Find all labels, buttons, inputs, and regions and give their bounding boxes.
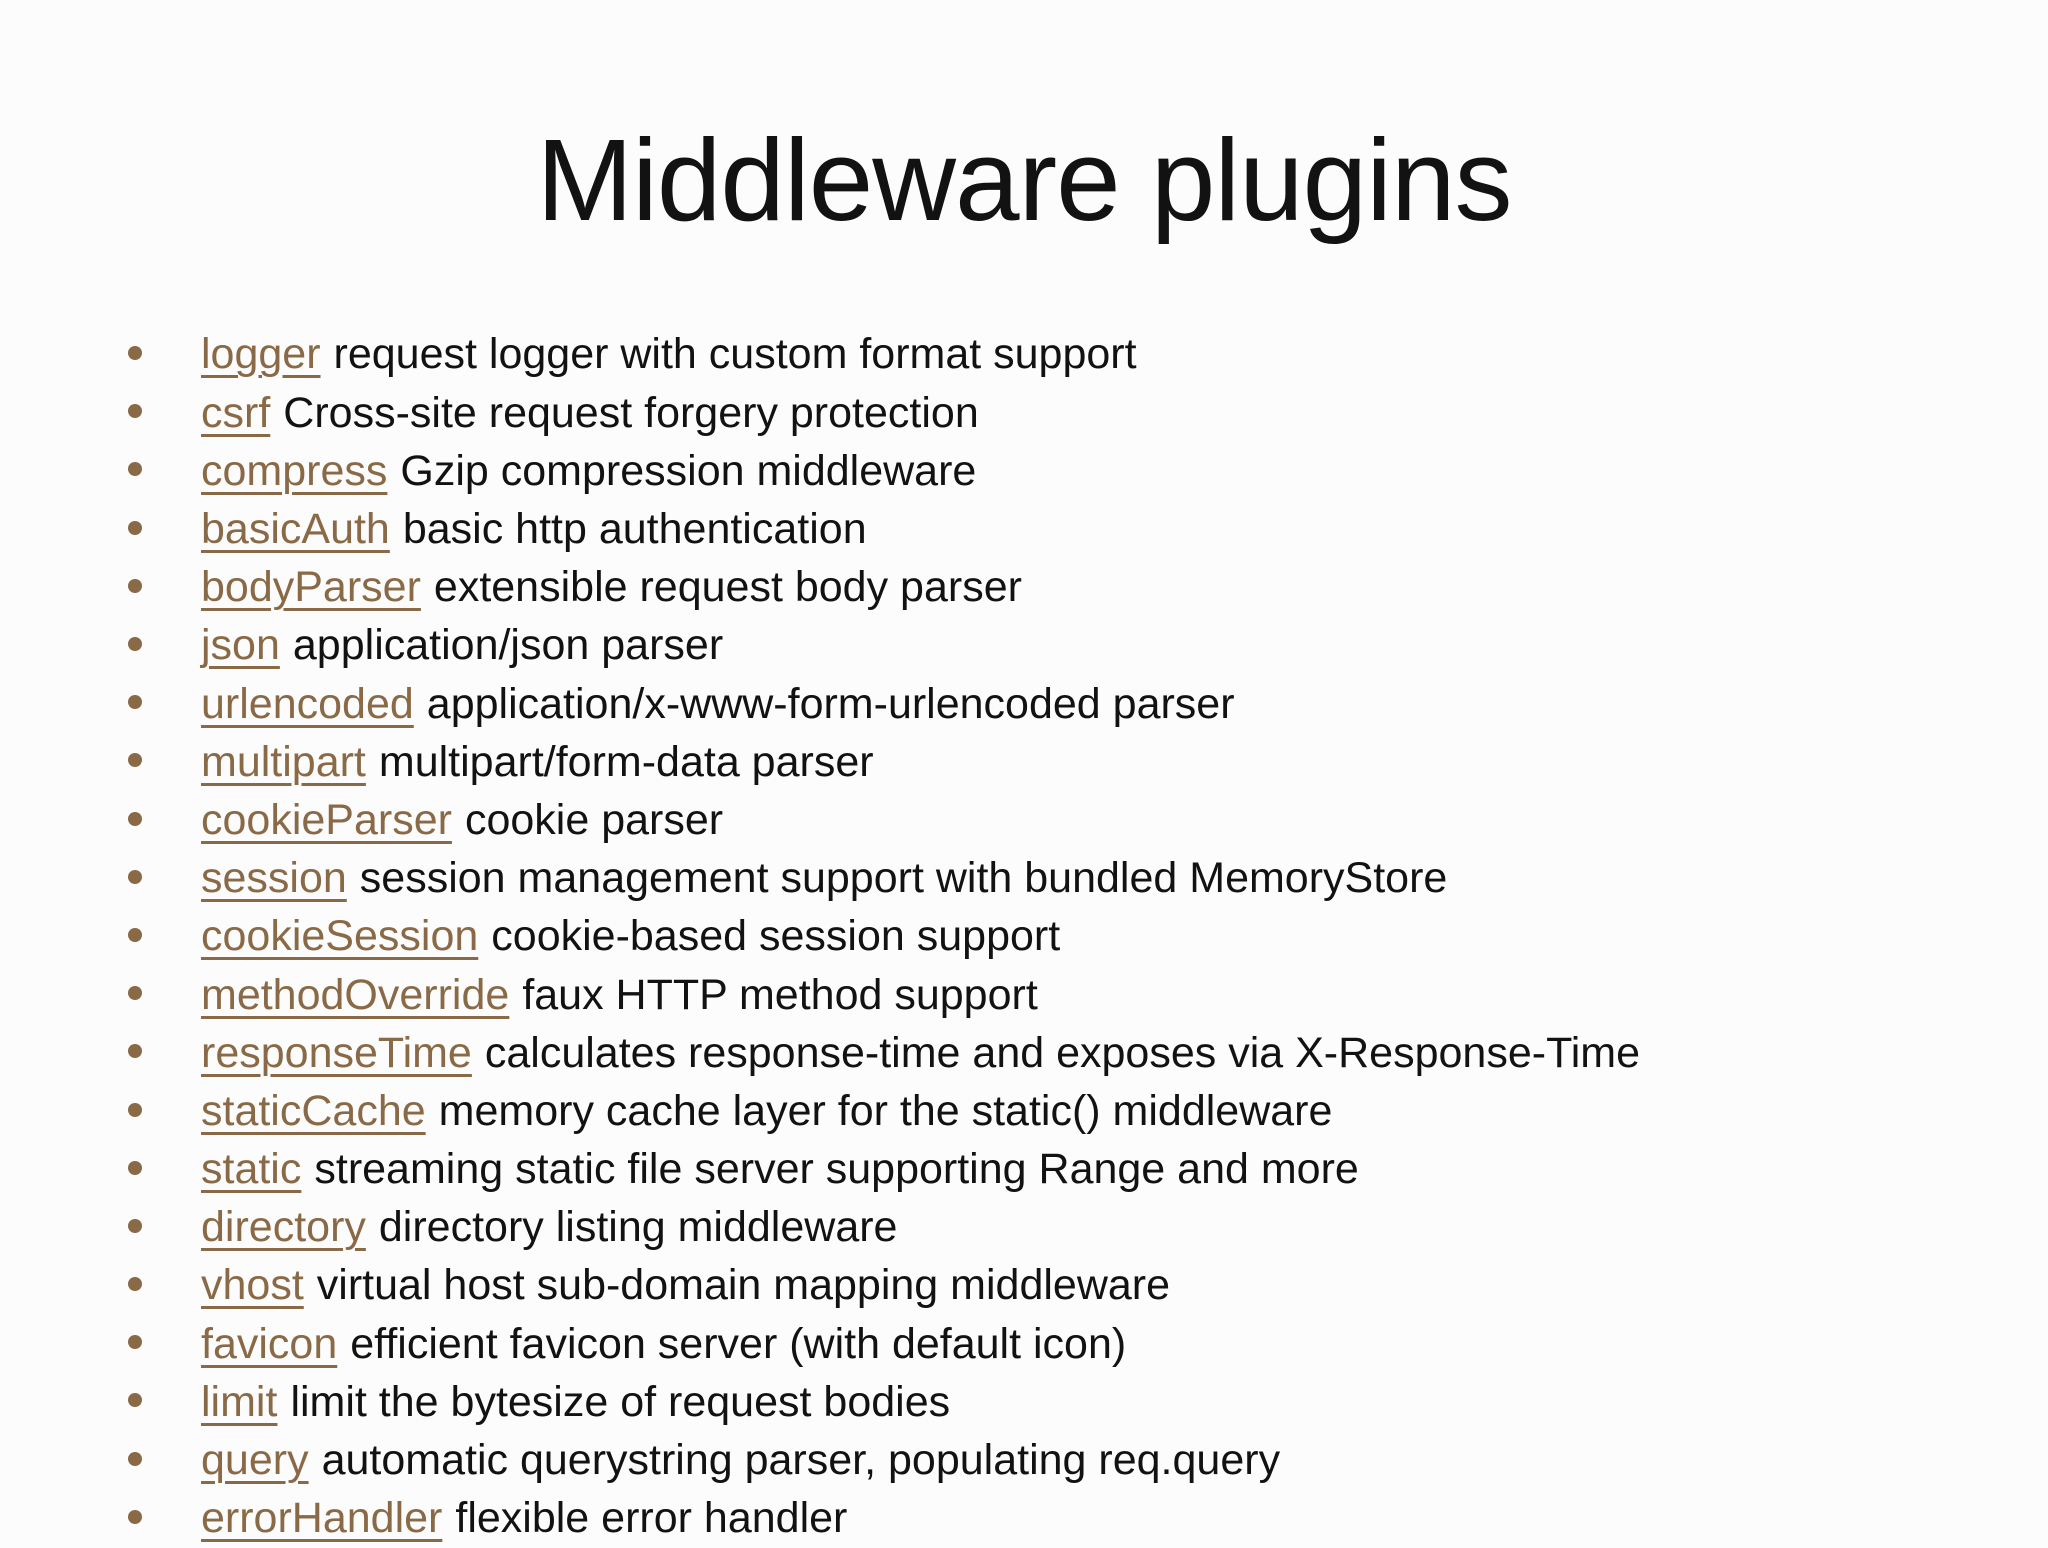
- plugin-description: limit the bytesize of request bodies: [290, 1377, 951, 1426]
- plugin-description: session management support with bundled …: [359, 854, 1448, 903]
- plugin-link[interactable]: errorHandler: [201, 1494, 443, 1543]
- plugin-link[interactable]: vhost: [201, 1261, 304, 1310]
- plugin-description: application/x-www-form-urlencoded parser: [426, 679, 1235, 728]
- list-item: cookieParser cookie parser: [128, 792, 2008, 850]
- plugin-description: cookie parser: [464, 795, 724, 844]
- plugin-description: automatic querystring parser, populating…: [321, 1436, 1281, 1484]
- bullet-dot-icon: [128, 695, 142, 710]
- plugin-link[interactable]: favicon: [201, 1319, 338, 1368]
- plugin-description: efficient favicon server (with default i…: [350, 1319, 1127, 1368]
- plugin-description: request logger with custom format suppor…: [333, 330, 1137, 379]
- slide-title: Middleware plugins: [536, 115, 1513, 245]
- list-item: json application/json parser: [128, 617, 2008, 675]
- bullet-list: logger request logger with custom format…: [128, 326, 2008, 1548]
- bullet-dot-icon: [128, 1509, 142, 1524]
- bullet-dot-icon: [128, 637, 142, 652]
- bullet-dot-icon: [128, 986, 142, 1001]
- bullet-dot-icon: [128, 520, 142, 535]
- plugin-link[interactable]: session: [201, 854, 347, 903]
- list-item: limit limit the bytesize of request bodi…: [128, 1373, 2008, 1431]
- plugin-link[interactable]: urlencoded: [201, 679, 414, 728]
- list-item: errorHandler flexible error handler: [128, 1490, 2008, 1548]
- plugin-link[interactable]: multipart: [201, 737, 366, 786]
- list-item: methodOverride faux HTTP method support: [128, 966, 2008, 1024]
- list-item: logger request logger with custom format…: [128, 326, 2008, 384]
- list-item: urlencoded application/x-www-form-urlenc…: [128, 675, 2008, 733]
- list-item: basicAuth basic http authentication: [128, 501, 2008, 559]
- plugin-description: cookie-based session support: [491, 912, 1061, 961]
- list-item: csrf Cross-site request forgery protecti…: [128, 384, 2008, 442]
- bullet-dot-icon: [128, 753, 142, 768]
- plugin-link[interactable]: cookieParser: [201, 795, 452, 844]
- plugin-description: basic http authentication: [402, 505, 867, 553]
- plugin-description: Gzip compression middleware: [400, 446, 977, 495]
- list-item: session session management support with …: [128, 850, 2008, 908]
- plugin-link[interactable]: logger: [201, 330, 321, 379]
- list-item: staticCache memory cache layer for the s…: [128, 1082, 2008, 1140]
- list-item: favicon efficient favicon server (with d…: [128, 1315, 2008, 1373]
- plugin-description: streaming static file server supporting …: [314, 1145, 1359, 1194]
- plugin-description: flexible error handler: [455, 1494, 848, 1543]
- plugin-link[interactable]: static: [201, 1145, 302, 1194]
- plugin-description: multipart/form-data parser: [378, 737, 874, 786]
- bullet-dot-icon: [128, 346, 142, 361]
- list-item: query automatic querystring parser, popu…: [128, 1432, 2008, 1490]
- plugin-link[interactable]: json: [201, 621, 280, 670]
- bullet-dot-icon: [128, 462, 142, 477]
- plugin-description: Cross-site request forgery protection: [283, 388, 979, 437]
- plugin-link[interactable]: directory: [201, 1203, 366, 1252]
- plugin-description: extensible request body parser: [433, 563, 1022, 612]
- bullet-dot-icon: [128, 1160, 142, 1175]
- plugin-link[interactable]: bodyParser: [201, 563, 421, 612]
- plugin-link[interactable]: limit: [201, 1377, 278, 1426]
- bullet-dot-icon: [128, 1451, 142, 1466]
- plugin-link[interactable]: cookieSession: [201, 912, 479, 961]
- list-item: compress Gzip compression middleware: [128, 442, 2008, 500]
- plugin-link[interactable]: methodOverride: [201, 970, 510, 1019]
- bullet-dot-icon: [128, 1102, 142, 1117]
- plugin-link[interactable]: staticCache: [201, 1086, 426, 1135]
- bullet-dot-icon: [128, 811, 142, 826]
- plugin-link[interactable]: basicAuth: [201, 505, 390, 553]
- list-item: vhost virtual host sub-domain mapping mi…: [128, 1257, 2008, 1315]
- plugin-link[interactable]: query: [201, 1436, 309, 1484]
- plugin-description: virtual host sub-domain mapping middlewa…: [316, 1261, 1171, 1310]
- bullet-dot-icon: [128, 578, 142, 593]
- list-item: multipart multipart/form-data parser: [128, 733, 2008, 791]
- list-item: bodyParser extensible request body parse…: [128, 559, 2008, 617]
- bullet-dot-icon: [128, 869, 142, 884]
- plugin-description: application/json parser: [292, 621, 724, 670]
- bullet-dot-icon: [128, 1335, 142, 1350]
- bullet-dot-icon: [128, 1218, 142, 1233]
- plugin-description: directory listing middleware: [378, 1203, 898, 1252]
- bullet-dot-icon: [128, 404, 142, 419]
- list-item: cookieSession cookie-based session suppo…: [128, 908, 2008, 966]
- list-item: responseTime calculates response-time an…: [128, 1024, 2008, 1082]
- plugin-link[interactable]: csrf: [201, 388, 271, 437]
- plugin-link[interactable]: responseTime: [201, 1028, 472, 1077]
- plugin-description: calculates response-time and exposes via…: [484, 1028, 1641, 1077]
- plugin-description: memory cache layer for the static() midd…: [438, 1086, 1333, 1135]
- list-item: directory directory listing middleware: [128, 1199, 2008, 1257]
- plugin-link[interactable]: compress: [201, 446, 388, 495]
- plugin-description: faux HTTP method support: [522, 970, 1038, 1019]
- bullet-dot-icon: [128, 927, 142, 942]
- bullet-dot-icon: [128, 1044, 142, 1059]
- list-item: static streaming static file server supp…: [128, 1141, 2008, 1199]
- bullet-dot-icon: [128, 1393, 142, 1408]
- bullet-dot-icon: [128, 1277, 142, 1292]
